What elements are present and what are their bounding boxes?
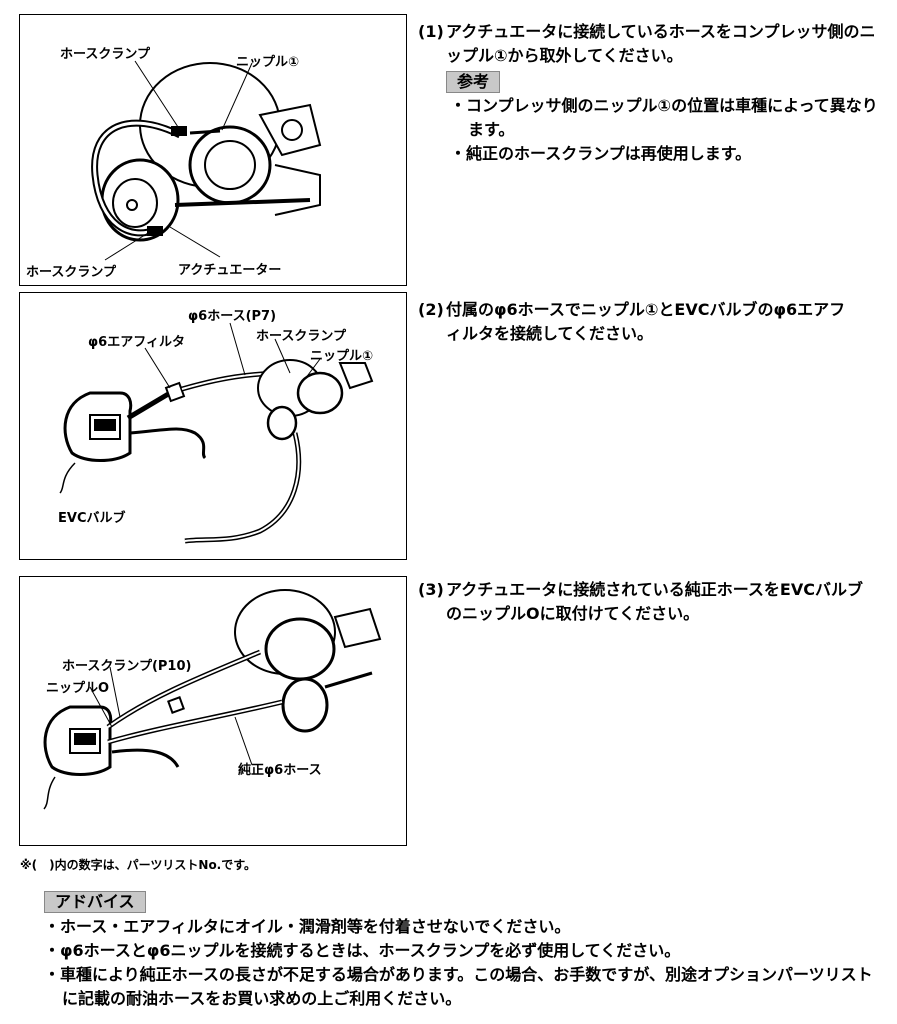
advice-item: ・φ6ホースとφ6ニップルを接続するときは、ホースクランプを必ず使用してください… [44, 941, 681, 960]
label-genuine-hose: 純正φ6ホース [238, 763, 322, 778]
step-3-number: (3) [418, 580, 444, 599]
label-hose-clamp-top: ホースクランプ [60, 47, 150, 62]
label-phi6-hose: φ6ホース(P7) [188, 309, 277, 324]
turbo-actuator-illustration [91, 60, 322, 261]
label-nipple-1: ニップル① [310, 349, 374, 364]
advice-item: ・車種により純正ホースの長さが不足する場合があります。この場合、お手数ですが、別… [44, 965, 873, 1008]
step-2-number: (2) [418, 300, 444, 319]
label-nipple-o: ニップルO [46, 681, 110, 696]
step-3: (3) アクチュエータに接続されている純正ホースをEVCバルブのニップルOに取付… [418, 578, 878, 626]
reference-tag: 参考 [446, 71, 501, 93]
genuine-hose-illustration [43, 589, 382, 810]
reference-item: ・コンプレッサ側のニップル①の位置は車種によって異なります。 [450, 96, 878, 139]
advice-item: ・ホース・エアフィルタにオイル・潤滑剤等を付着させないでください。 [44, 917, 571, 936]
label-nipple-1: ニップル① [236, 55, 300, 70]
reference-item: ・純正のホースクランプは再使用します。 [450, 144, 752, 163]
figure-panel-3: ホースクランプ(P10) ニップルO 純正φ6ホース [19, 576, 407, 846]
label-air-filter: φ6エアフィルタ [88, 335, 185, 350]
step-2-text: 付属のφ6ホースでニップル①とEVCバルブのφ6エアフィルタを接続してください。 [446, 300, 846, 343]
label-hose-clamp: ホースクランプ [256, 329, 346, 344]
step-1-number: (1) [418, 22, 444, 41]
evc-connection-illustration [59, 322, 374, 544]
label-actuator: アクチュエーター [178, 263, 282, 278]
step-3-text: アクチュエータに接続されている純正ホースをEVCバルブのニップルOに取付けてくだ… [446, 580, 863, 623]
step-1: (1) アクチュエータに接続しているホースをコンプレッサ側のニップル①から取外し… [418, 20, 878, 166]
figure-panel-2: φ6ホース(P7) φ6エアフィルタ ホースクランプ ニップル① EVCバルブ [19, 292, 407, 560]
step-2: (2) 付属のφ6ホースでニップル①とEVCバルブのφ6エアフィルタを接続してく… [418, 298, 858, 346]
figure-panel-1: ホースクランプ ニップル① ホースクランプ アクチュエーター [19, 14, 407, 286]
step-1-text: アクチュエータに接続しているホースをコンプレッサ側のニップル①から取外してくださ… [446, 22, 876, 65]
label-evc-valve: EVCバルブ [58, 511, 126, 526]
parts-footnote: ※( )内の数字は、パーツリストNo.です。 [20, 858, 257, 872]
advice-section: アドバイス ・ホース・エアフィルタにオイル・潤滑剤等を付着させないでください。 … [44, 890, 874, 1011]
label-hose-clamp-bottom: ホースクランプ [26, 265, 116, 280]
label-hose-clamp-p10: ホースクランプ(P10) [62, 659, 192, 674]
advice-tag: アドバイス [44, 891, 146, 913]
